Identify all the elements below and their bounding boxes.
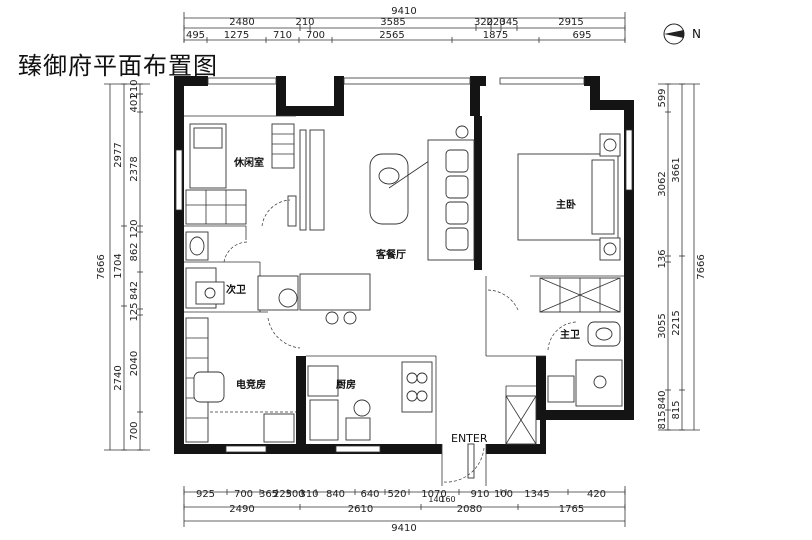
dim-value: 1765 xyxy=(559,504,584,515)
dim-left-outer: 7666 xyxy=(96,254,107,279)
dim-value: 2080 xyxy=(457,504,482,515)
dim-value: 2490 xyxy=(229,504,254,515)
room-label-living: 客餐厅 xyxy=(375,248,406,261)
windows xyxy=(175,77,633,453)
esports-furniture xyxy=(185,317,296,443)
dim-value: 401 xyxy=(129,93,140,112)
dim-value: 2610 xyxy=(348,504,373,515)
dim-value: 100 xyxy=(494,489,513,500)
dim-value: 495 xyxy=(186,30,205,41)
dim-value: 700 xyxy=(129,421,140,440)
dim-value: 695 xyxy=(572,30,591,41)
dim-value: 300 xyxy=(285,489,304,500)
dim-value: 310 xyxy=(299,489,318,500)
study-furniture xyxy=(185,123,297,227)
room-label-kitchen: 厨房 xyxy=(336,378,356,391)
dim-value: 136 xyxy=(657,249,668,268)
dim-value: 2977 xyxy=(113,142,124,167)
dim-value-small: 160 xyxy=(440,495,455,504)
exterior-walls xyxy=(174,76,634,454)
living-furniture xyxy=(257,125,519,349)
room-labels: 休闲室 客餐厅 主卧 次卫 主卫 电竞房 厨房 xyxy=(226,156,580,391)
dim-value: 2565 xyxy=(379,30,404,41)
dim-value: 815 xyxy=(671,400,682,419)
dim-value: 3661 xyxy=(671,157,682,182)
dim-value: 2480 xyxy=(229,17,254,28)
dim-value: 3062 xyxy=(657,171,668,196)
room-label-esports-room: 电竞房 xyxy=(236,378,266,391)
compass-icon: N xyxy=(663,23,701,45)
dim-value: 520 xyxy=(387,489,406,500)
dim-bottom-total: 9410 xyxy=(391,523,416,534)
dim-value: 210 xyxy=(129,79,140,98)
dim-right-outer: 7666 xyxy=(696,254,707,279)
entry-label: ENTER xyxy=(451,432,488,445)
dim-value: 2215 xyxy=(671,310,682,335)
dim-value: 840 xyxy=(326,489,345,500)
dim-value: 1875 xyxy=(483,30,508,41)
dim-value: 700 xyxy=(234,489,253,500)
dim-value: 910 xyxy=(470,489,489,500)
room-label-second-bath: 次卫 xyxy=(226,283,246,296)
dim-value: 320 xyxy=(474,17,493,28)
entry-door: ENTER xyxy=(441,395,537,486)
dim-value: 700 xyxy=(306,30,325,41)
dim-value: 640 xyxy=(360,489,379,500)
dim-value: 2378 xyxy=(129,156,140,181)
room-label-master-bath: 主卫 xyxy=(560,328,580,341)
dim-value-small: 140 xyxy=(428,495,443,504)
dim-value: 925 xyxy=(196,489,215,500)
dim-value: 862 xyxy=(129,242,140,261)
master-bath-fixtures xyxy=(547,321,623,407)
dim-value: 1345 xyxy=(524,489,549,500)
dim-value: 3055 xyxy=(657,313,668,338)
bedroom-furniture xyxy=(517,133,621,351)
dim-value: 840 xyxy=(657,390,668,409)
dim-value: 2040 xyxy=(129,351,140,376)
dim-value: 1275 xyxy=(224,30,249,41)
compass-north-label: N xyxy=(692,27,701,41)
dim-value: 815 xyxy=(657,410,668,429)
dim-value: 225 xyxy=(273,489,292,500)
dim-value: 3585 xyxy=(380,17,405,28)
room-label-master-bedroom: 主卧 xyxy=(556,198,576,211)
second-bath-fixtures xyxy=(185,231,249,309)
plan-title: 臻御府平面布置图 xyxy=(18,52,218,80)
dim-value: 1704 xyxy=(113,253,124,278)
dim-value: 599 xyxy=(657,88,668,107)
dim-value: 420 xyxy=(587,489,606,500)
dim-value: 2915 xyxy=(558,17,583,28)
room-label-study: 休闲室 xyxy=(233,156,264,169)
dim-value: 345 xyxy=(499,17,518,28)
dim-value: 365 xyxy=(259,489,278,500)
dim-value: 220 xyxy=(486,17,505,28)
dim-value: 1070 xyxy=(421,489,446,500)
dim-value: 710 xyxy=(273,30,292,41)
kitchen-fixtures xyxy=(307,361,433,441)
dim-top-total: 9410 xyxy=(391,6,416,17)
dim-value: 210 xyxy=(295,17,314,28)
dim-value: 125 xyxy=(129,302,140,321)
dim-value: 842 xyxy=(129,281,140,300)
dim-value: 120 xyxy=(129,219,140,238)
dim-value: 2740 xyxy=(113,365,124,390)
